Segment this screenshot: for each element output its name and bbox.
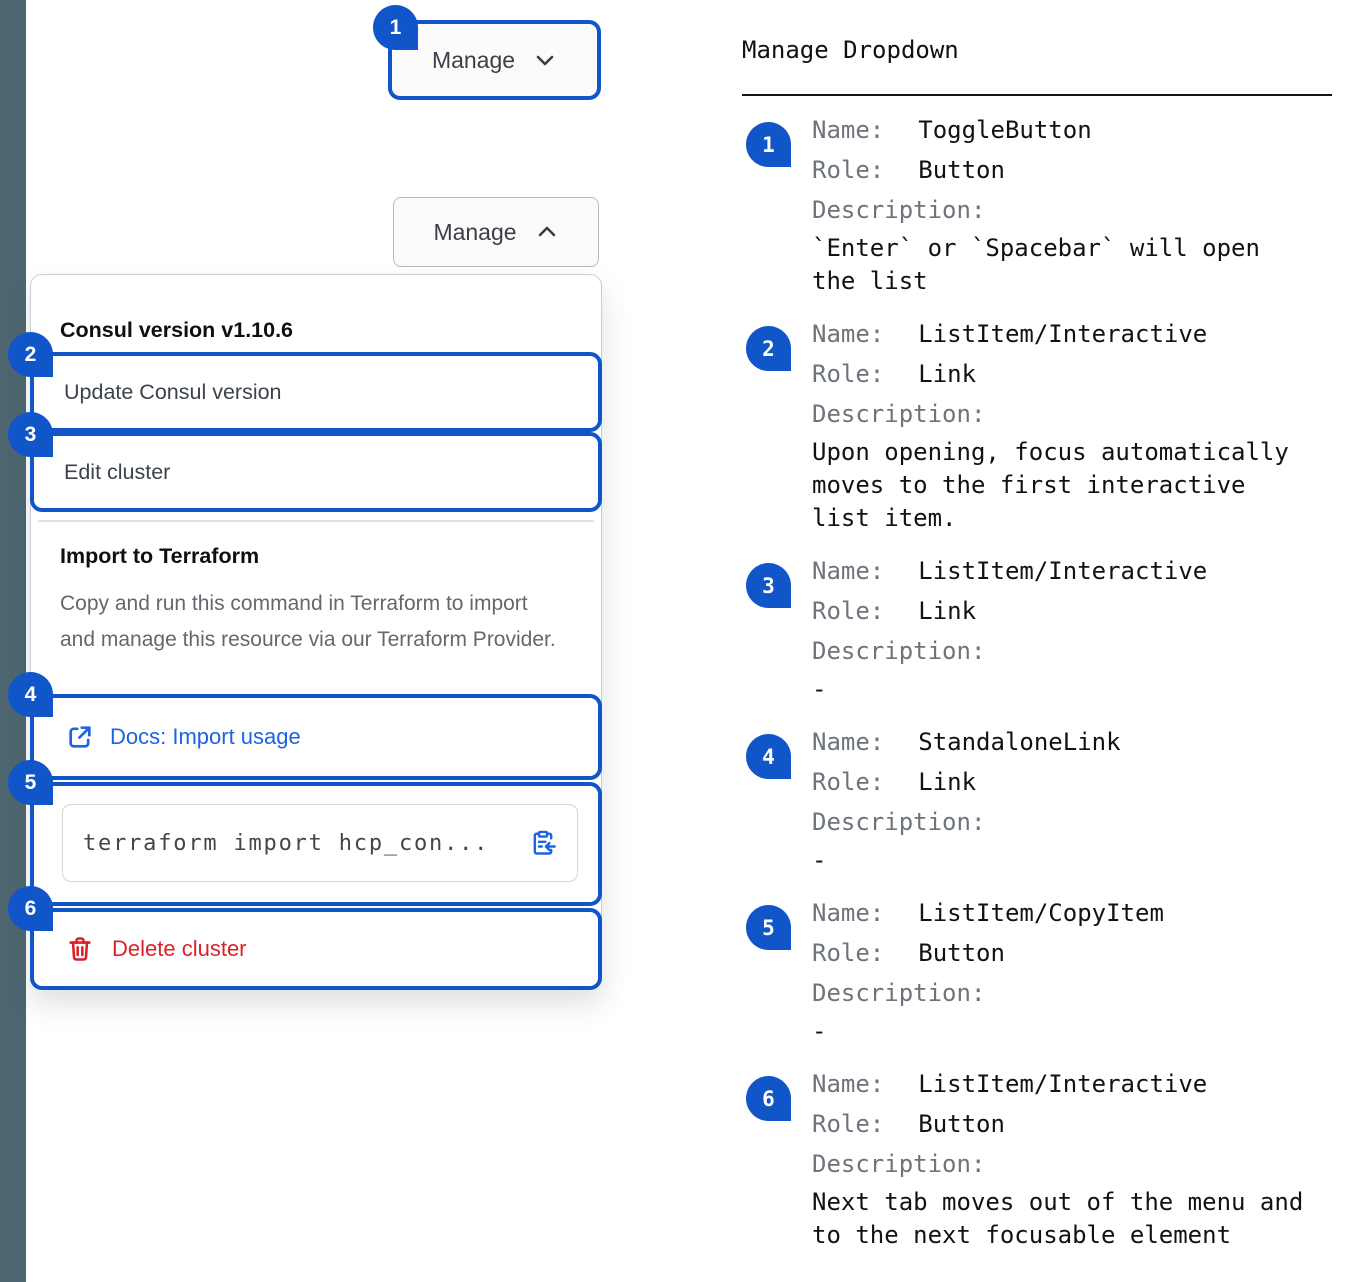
- role-value: Link: [918, 597, 977, 625]
- annotation-pin-1-stage: 1: [373, 5, 418, 50]
- menu-item-delete-cluster[interactable]: Delete cluster: [30, 908, 602, 990]
- annotation-pin-2-stage: 2: [8, 332, 53, 377]
- clipboard-copy-icon[interactable]: [529, 829, 557, 857]
- role-label: Role:: [812, 360, 885, 388]
- terraform-command-text: terraform import hcp_con...: [83, 830, 490, 856]
- description-label: Description:: [812, 196, 986, 224]
- menu-item-copy-command[interactable]: terraform import hcp_con...: [30, 782, 602, 906]
- name-label: Name:: [812, 899, 885, 927]
- chevron-up-icon: [538, 226, 555, 237]
- manage-toggle-button-expanded[interactable]: Manage: [393, 197, 599, 267]
- left-rail: [0, 0, 26, 1282]
- legend-pin-5: 5: [746, 905, 791, 950]
- legend-item-2: 2 Name: ListItem/Interactive Role: Link De…: [742, 314, 1332, 535]
- legend-pin-1: 1: [746, 122, 791, 167]
- role-value: Button: [918, 1110, 1005, 1138]
- description-label: Description:: [812, 1150, 986, 1178]
- description-value: `Enter` or `Spacebar` will open the list: [812, 234, 1260, 295]
- external-link-icon: [69, 726, 91, 748]
- role-value: Link: [918, 360, 977, 388]
- menu-item-label: Edit cluster: [64, 459, 171, 484]
- role-label: Role:: [812, 597, 885, 625]
- menu-item-docs-import-link[interactable]: Docs: Import usage: [30, 694, 602, 780]
- name-value: ListItem/Interactive: [918, 1070, 1208, 1098]
- name-value: ListItem/CopyItem: [918, 899, 1164, 927]
- role-label: Role:: [812, 768, 885, 796]
- role-value: Link: [918, 768, 977, 796]
- name-label: Name:: [812, 320, 885, 348]
- name-value: ListItem/Interactive: [918, 557, 1208, 585]
- docs-import-link-label: Docs: Import usage: [110, 724, 301, 749]
- annotation-legend: Manage Dropdown 1 Name: ToggleButton Role…: [742, 28, 1332, 1268]
- legend-item-3: 3 Name: ListItem/Interactive Role: Link De…: [742, 551, 1332, 706]
- menu-item-edit-cluster[interactable]: Edit cluster: [30, 432, 602, 512]
- annotation-pin-6-stage: 6: [8, 886, 53, 931]
- annotation-pin-5-stage: 5: [8, 760, 53, 805]
- manage-toggle-button-collapsed[interactable]: Manage: [388, 20, 601, 100]
- menu-item-update-consul-version[interactable]: Update Consul version: [30, 352, 602, 432]
- name-label: Name:: [812, 728, 885, 756]
- annotation-pin-4-stage: 4: [8, 672, 53, 717]
- role-label: Role:: [812, 156, 885, 184]
- name-value: ListItem/Interactive: [918, 320, 1208, 348]
- description-value: Upon opening, focus automatically moves …: [812, 438, 1289, 532]
- name-value: StandaloneLink: [918, 728, 1121, 756]
- legend-divider: [742, 94, 1332, 96]
- import-terraform-title: Import to Terraform: [60, 543, 260, 568]
- consul-version-title: Consul version v1.10.6: [60, 317, 294, 342]
- description-value: -: [812, 675, 827, 703]
- role-value: Button: [918, 939, 1005, 967]
- legend-item-6: 6 Name:ListItem/Interactive Role:Button …: [742, 1064, 1332, 1252]
- legend-item-4: 4 Name: StandaloneLink Role: Link Descript…: [742, 722, 1332, 877]
- name-label: Name:: [812, 557, 885, 585]
- description-label: Description:: [812, 979, 986, 1007]
- name-label: Name:: [812, 116, 885, 144]
- name-label: Name:: [812, 1070, 885, 1098]
- description-label: Description:: [812, 400, 986, 428]
- import-terraform-description: Copy and run this command in Terraform t…: [60, 592, 556, 651]
- legend-item-1: 1 Name: ToggleButton Role: Button Descript…: [742, 110, 1332, 298]
- manage-button-label: Manage: [433, 218, 517, 245]
- chevron-down-icon: [536, 55, 554, 66]
- role-label: Role:: [812, 1110, 885, 1138]
- legend-pin-2: 2: [746, 326, 791, 371]
- annotation-pin-3-stage: 3: [8, 412, 53, 457]
- role-label: Role:: [812, 939, 885, 967]
- trash-icon: [69, 937, 91, 961]
- role-value: Button: [918, 156, 1005, 184]
- description-value: -: [812, 846, 827, 874]
- menu-item-label: Update Consul version: [64, 379, 282, 404]
- terraform-command-field[interactable]: terraform import hcp_con...: [62, 804, 578, 882]
- legend-item-5: 5 Name: ListItem/CopyItem Role: Button Des…: [742, 893, 1332, 1048]
- description-label: Description:: [812, 637, 986, 665]
- legend-title: Manage Dropdown: [742, 36, 959, 64]
- delete-cluster-label: Delete cluster: [112, 936, 247, 961]
- legend-pin-3: 3: [746, 563, 791, 608]
- description-label: Description:: [812, 808, 986, 836]
- description-value: Next tab moves out of the menu and to th…: [812, 1188, 1304, 1249]
- legend-pin-4: 4: [746, 734, 791, 779]
- legend-pin-6: 6: [746, 1076, 791, 1121]
- name-value: ToggleButton: [918, 116, 1092, 144]
- menu-divider: [38, 520, 594, 522]
- description-value: -: [812, 1017, 827, 1045]
- manage-button-label: Manage: [431, 46, 516, 73]
